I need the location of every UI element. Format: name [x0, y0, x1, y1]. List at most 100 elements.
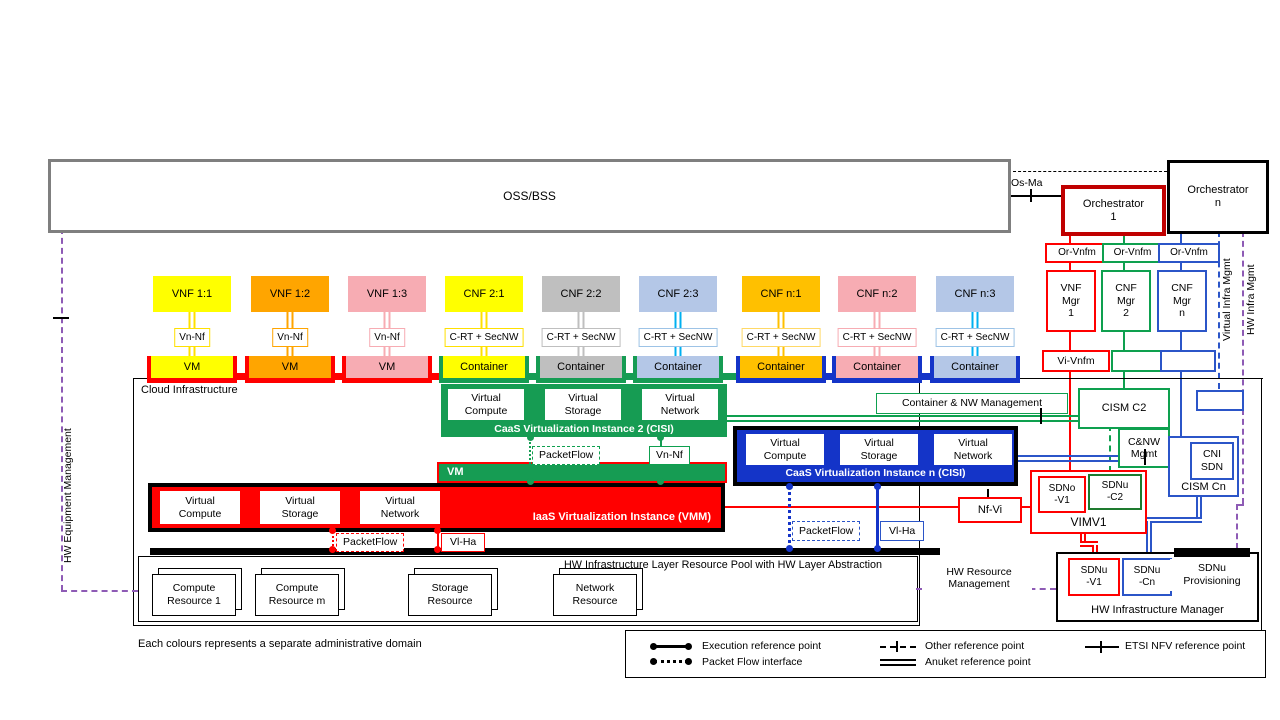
blue-empty-ref-box [1196, 390, 1244, 411]
hw-equipment-dashed-line [61, 228, 63, 591]
vnf-mgr-1-box: VNF Mgr 1 [1046, 270, 1096, 332]
caasn-virtual-compute: Virtual Compute [746, 434, 824, 465]
footnote: Each colours represents a separate admin… [138, 638, 422, 650]
blue-dot [786, 483, 793, 490]
nf-vi-etsi-tick [987, 489, 989, 497]
cism-c2-dashed-drop [1109, 425, 1111, 472]
or-vnfm-box-green: Or-Vnfm [1102, 243, 1163, 263]
hw-infra-mgmt-label: HW Infra Mgmt [1245, 264, 1257, 336]
sdnu-v1-box: SDNu -V1 [1068, 558, 1120, 596]
cnf-box: CNF 2:2 [542, 276, 620, 312]
hw-equipment-dashed-bottom [61, 590, 138, 592]
cism-c2-box: CISM C2 [1078, 388, 1170, 429]
caas2-box: Virtual Compute Virtual Storage Virtual … [441, 384, 727, 437]
hw-infrastructure-manager-box: SDNu -V1 SDNu -Cn SDNu Provisioning HW I… [1056, 548, 1259, 622]
vm-box: VM [346, 356, 428, 378]
iaas-vlha-line [437, 531, 439, 550]
legend-other-tick [896, 641, 898, 652]
container-box: Container [540, 356, 622, 378]
legend-packetflow-dot [650, 658, 657, 665]
cloud-infrastructure-label: Cloud Infrastructure [141, 384, 238, 396]
hw-infra-mgmt-dashed-elbow [1236, 504, 1244, 506]
vm-box: VM [151, 356, 233, 378]
caas2-packetflow-line [529, 437, 531, 484]
oss-bss-box: OSS/BSS [48, 159, 1011, 233]
blue-dot [786, 545, 793, 552]
stack-front: Compute Resource m [255, 574, 339, 616]
resource-stack-storage: Storage Resource [408, 568, 498, 616]
vi-vnfm-box: Vi-Vnfm [1042, 350, 1110, 372]
vm-pedestal: VM [147, 356, 237, 383]
iaas-virtual-network: Virtual Network [360, 491, 440, 524]
connector-line [383, 345, 391, 356]
vm-pedestal: VM [245, 356, 335, 383]
column-cnf-2-1: CNF 2:1 C-RT + SecNW Container [438, 276, 530, 384]
connector-line [971, 312, 979, 328]
column-cnf-2-3: CNF 2:3 C-RT + SecNW Container [632, 276, 724, 384]
resource-stack-network: Network Resource [553, 568, 643, 616]
cnf-mgr-n-box: CNF Mgr n [1157, 270, 1207, 332]
ref-box-blue-empty [1160, 350, 1216, 372]
connector-line [674, 312, 682, 328]
os-ma-etsi-tick [1030, 189, 1032, 202]
connector-line [480, 312, 488, 328]
caasn-packetflow-line [788, 486, 791, 549]
caas2-virtual-network: Virtual Network [642, 389, 718, 420]
cism-sdnu-path [1146, 521, 1152, 555]
legend-etsi-label: ETSI NFV reference point [1125, 640, 1246, 652]
iaas-vlha-label: Vl-Ha [441, 533, 486, 552]
vn-nf-ref-box: Vn-Nf [174, 328, 210, 347]
vn-nf-ref-box: Vn-Nf [272, 328, 308, 347]
crt-secnw-ref-box: C-RT + SecNW [444, 328, 524, 347]
anuket-green-line [725, 415, 1078, 422]
anuket-blue-line [1018, 455, 1168, 462]
connector-line [383, 312, 391, 328]
legend-exec-dot [685, 643, 692, 650]
red-dot [329, 527, 336, 534]
iaas-virtual-storage: Virtual Storage [260, 491, 340, 524]
crt-secnw-ref-box: C-RT + SecNW [541, 328, 621, 347]
vm-box: VM [249, 356, 331, 378]
connector-line [873, 312, 881, 328]
anuket-green-tick [1040, 408, 1042, 424]
hw-equipment-management-label: HW Equipment Management [62, 428, 74, 564]
vm-layer-label: VM [447, 466, 464, 478]
stack-front: Storage Resource [408, 574, 492, 616]
green-dot [527, 478, 534, 485]
cnf-mgr-2-box: CNF Mgr 2 [1101, 270, 1151, 332]
right-outer-side-line [1261, 378, 1262, 631]
container-box: Container [836, 356, 918, 378]
legend-anuket-line [880, 659, 916, 666]
red-dot [434, 546, 441, 553]
cism-cn-box: CNI SDN CISM Cn [1168, 436, 1239, 497]
cnf-box: CNF n:2 [838, 276, 916, 312]
connector-line [873, 345, 881, 356]
caasn-vlha-label: Vl-Ha [880, 521, 925, 541]
connector-line [188, 312, 196, 328]
connector-line [777, 312, 785, 328]
red-dot [329, 546, 336, 553]
hw-infra-mgmt-dashed-line [1242, 231, 1244, 504]
caasn-packetflow-label: PacketFlow [792, 521, 861, 541]
container-box: Container [637, 356, 719, 378]
blue-dot [874, 545, 881, 552]
container-pedestal: Container [930, 356, 1020, 383]
caasn-box: Virtual Compute Virtual Storage Virtual … [733, 426, 1018, 486]
caas2-vnnf-label: Vn-Nf [649, 446, 690, 465]
cism-sdnu-path [1146, 517, 1202, 523]
container-nw-management-box: Container & NW Management [876, 393, 1068, 414]
cnf-box: CNF 2:3 [639, 276, 717, 312]
hw-resource-mgmt-label: HW Resource Management [926, 563, 1032, 593]
ref-box-green-empty [1111, 350, 1164, 372]
connector-line [188, 345, 196, 356]
vnf-box: VNF 1:1 [153, 276, 231, 312]
legend-other-line [880, 646, 916, 648]
os-ma-line [1008, 195, 1061, 197]
hw-abstraction-bar [150, 548, 940, 555]
nf-vi-box: Nf-Vi [958, 497, 1022, 523]
column-cnf-n-1: CNF n:1 C-RT + SecNW Container [735, 276, 827, 384]
container-pedestal: Container [439, 356, 529, 383]
crt-secnw-ref-box: C-RT + SecNW [638, 328, 718, 347]
legend-packetflow-dot [685, 658, 692, 665]
connector-line [577, 312, 585, 328]
